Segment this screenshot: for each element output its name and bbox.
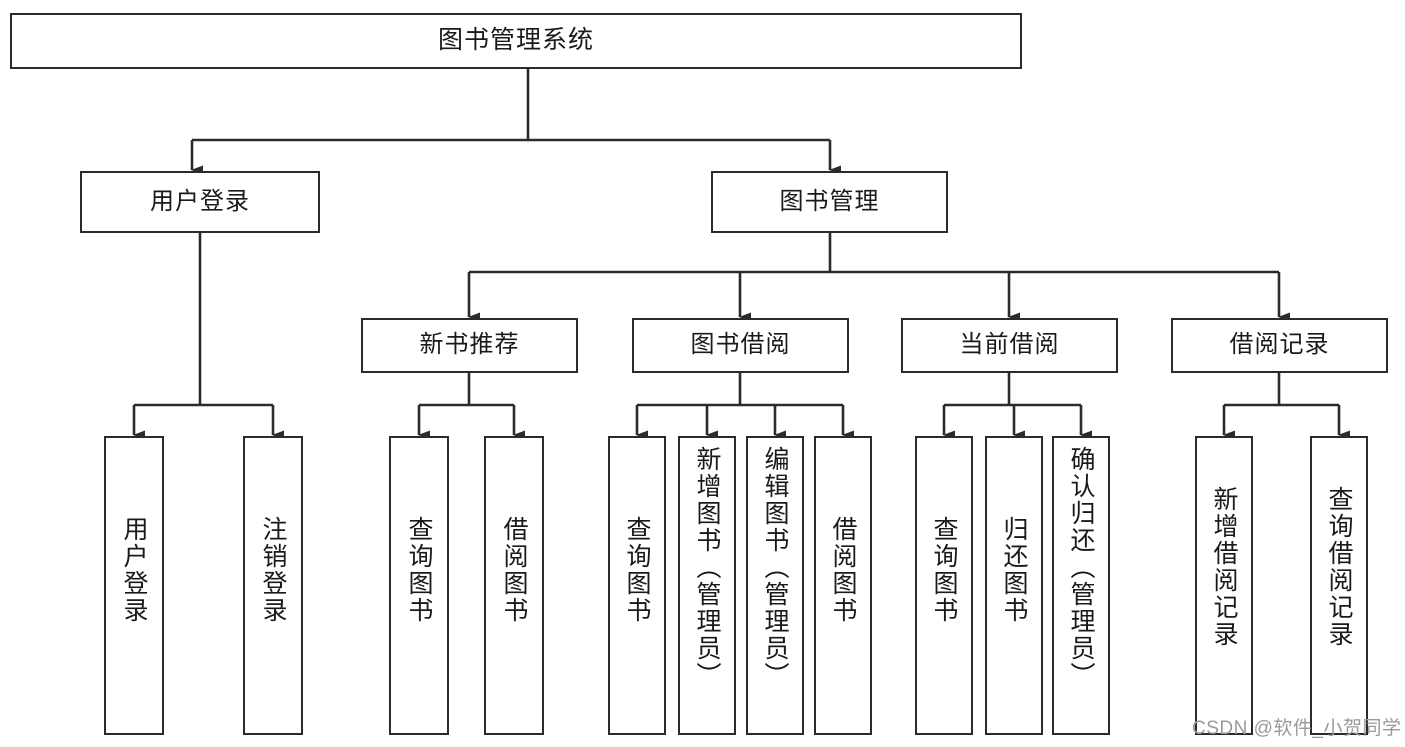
node-label: 图书借阅 [690,331,791,359]
node-leaf-6[interactable]: 编辑图书（管理员） [746,436,804,735]
node-label: 用户登录 [150,187,250,215]
node-leaf-2[interactable]: 查询图书 [389,436,449,735]
node-leaf-4[interactable]: 查询图书 [608,436,666,735]
node-label: 用户登录 [120,516,148,624]
node-leaf-7[interactable]: 借阅图书 [814,436,872,735]
node-leaf-1[interactable]: 注销登录 [243,436,303,735]
node-label: 新增图书（管理员） [693,446,721,689]
node-label: 归还图书 [1000,516,1028,624]
node-label: 图书管理 [779,187,880,215]
node-label: 确认归还（管理员） [1067,446,1095,689]
node-leaf-5[interactable]: 新增图书（管理员） [678,436,736,735]
node-leaf-12[interactable]: 查询借阅记录 [1310,436,1368,735]
node-label: 查询图书 [623,516,651,624]
node-label: 借阅图书 [829,516,857,624]
watermark-text: CSDN @软件_小贺同学 [1192,718,1402,739]
node-label: 当前借阅 [959,331,1060,359]
node-leaf-0[interactable]: 用户登录 [104,436,164,735]
node-leaf-10[interactable]: 确认归还（管理员） [1052,436,1110,735]
node-label: 注销登录 [259,516,287,624]
node-leaf-8[interactable]: 查询图书 [915,436,973,735]
node-level2-0[interactable]: 用户登录 [80,171,320,233]
node-level2-1[interactable]: 图书管理 [711,171,948,233]
node-label: 借阅图书 [500,516,528,624]
node-label: 查询图书 [405,516,433,624]
node-leaf-3[interactable]: 借阅图书 [484,436,544,735]
node-label: 新书推荐 [419,331,520,359]
node-root[interactable]: 图书管理系统 [10,13,1022,69]
node-label: 新增借阅记录 [1210,486,1238,648]
node-leaf-11[interactable]: 新增借阅记录 [1195,436,1253,735]
node-level3-3[interactable]: 借阅记录 [1171,318,1388,373]
node-level3-0[interactable]: 新书推荐 [361,318,578,373]
node-label: 查询借阅记录 [1325,486,1353,648]
node-level3-2[interactable]: 当前借阅 [901,318,1118,373]
node-label: 查询图书 [930,516,958,624]
node-leaf-9[interactable]: 归还图书 [985,436,1043,735]
node-label: 编辑图书（管理员） [761,446,789,689]
node-label: 借阅记录 [1229,331,1330,359]
node-level3-1[interactable]: 图书借阅 [632,318,849,373]
node-label: 图书管理系统 [437,26,594,55]
